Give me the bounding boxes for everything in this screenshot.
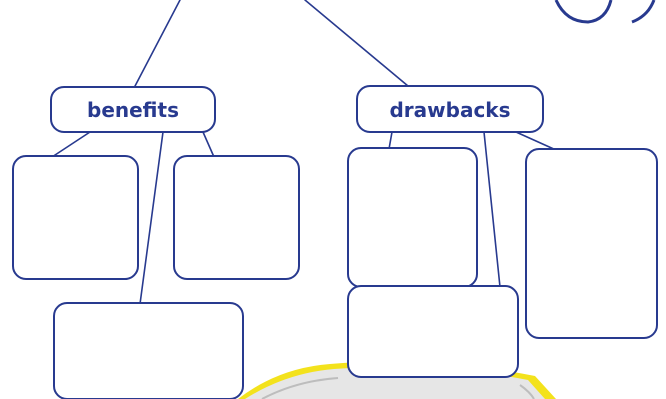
connector-drawbacks-left [389, 132, 392, 149]
benefit-box-2[interactable] [174, 156, 299, 279]
connector-benefits-bottom [140, 132, 163, 304]
decorative-curve-right [632, 0, 654, 22]
benefits-answer-boxes [13, 156, 299, 399]
benefits-label: benefits [87, 98, 179, 122]
decorative-curve-left [556, 0, 611, 22]
drawback-box-1[interactable] [348, 148, 477, 287]
connector-root-drawbacks [305, 0, 408, 86]
connector-drawbacks-right [516, 132, 556, 150]
connector-benefits-left [52, 132, 90, 157]
drawback-box-3[interactable] [526, 149, 657, 338]
benefit-box-3[interactable] [54, 303, 243, 399]
benefits-node: benefits [51, 87, 215, 132]
drawbacks-label: drawbacks [389, 98, 510, 122]
drawbacks-node: drawbacks [357, 86, 543, 132]
benefit-box-1[interactable] [13, 156, 138, 279]
drawbacks-answer-boxes [348, 148, 657, 377]
drawback-box-2[interactable] [348, 286, 518, 377]
connector-root-benefits [134, 0, 180, 88]
connector-drawbacks-bottom [484, 132, 500, 287]
connector-benefits-right [203, 132, 214, 157]
